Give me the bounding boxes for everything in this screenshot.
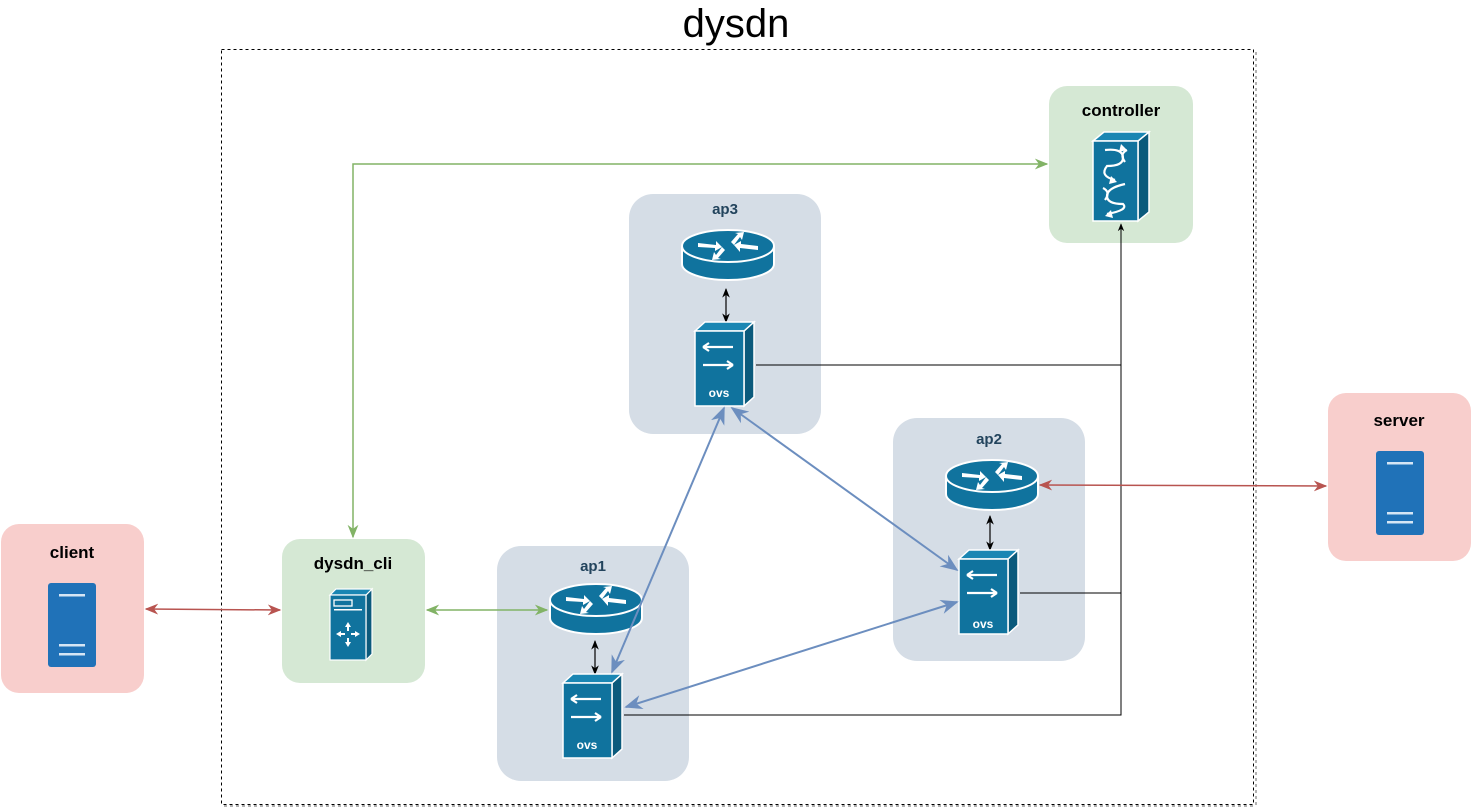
server-label: server: [1373, 411, 1424, 430]
ap1-ovs-switch: ovs: [561, 672, 624, 760]
ap2-router-icon: [945, 459, 1039, 511]
host-links: [144, 479, 1328, 616]
ap2-ovs-switch: ovs: [957, 548, 1020, 636]
ap1-router-icon: [549, 583, 643, 635]
diagram-title: dysdn: [683, 2, 790, 46]
edge-ap1-ovs-ap2-ovs: [624, 600, 959, 709]
controller-icon: [1090, 130, 1152, 223]
ap2-ovs-label: ovs: [973, 617, 994, 631]
edge-ap1-ovs-controller: [624, 223, 1125, 716]
client-server-icon: [48, 583, 96, 667]
ap3-ovs-switch: ovs: [693, 320, 756, 408]
ap3-label: ap3: [712, 201, 738, 218]
ap3-router-icon: [681, 229, 775, 281]
edge-client-cli: [144, 603, 282, 616]
ovs-mesh-links: [611, 406, 959, 709]
edge-ap2-server: [1038, 479, 1328, 492]
edge-cli-controller: [347, 158, 1049, 539]
dysdn-cli-label: dysdn_cli: [314, 554, 392, 573]
ap1-ovs-label: ovs: [577, 738, 598, 752]
cli-workstation-icon: [328, 587, 374, 662]
server-server-icon: [1376, 451, 1424, 535]
mgmt-links: [347, 158, 1049, 616]
ap2-label: ap2: [976, 431, 1002, 448]
ap1-label: ap1: [580, 558, 606, 575]
controller-label: controller: [1082, 101, 1161, 120]
ap3-ovs-label: ovs: [709, 386, 730, 400]
client-label: client: [50, 543, 95, 562]
edge-ap3-ovs-ap2-ovs: [730, 406, 959, 572]
system-boundary: [221, 49, 1254, 805]
